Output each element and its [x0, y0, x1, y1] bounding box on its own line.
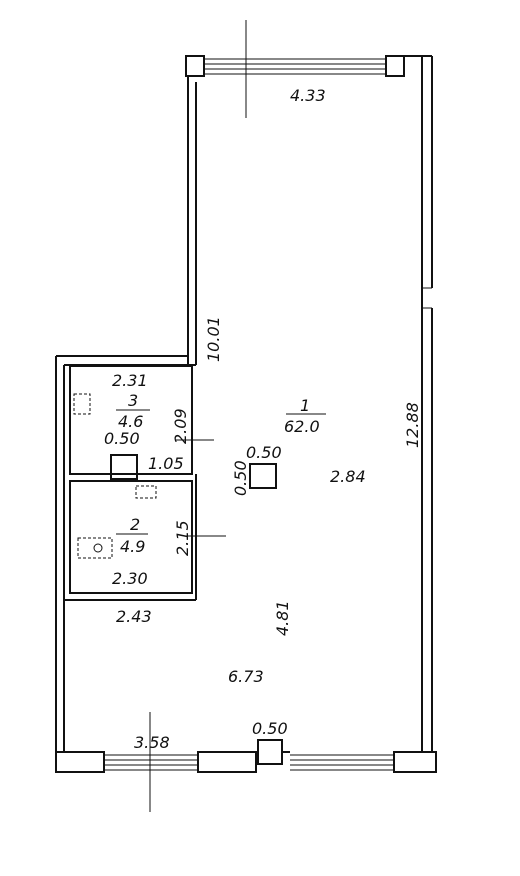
column-bottom [257, 739, 283, 765]
dim-column-bottom: 0.50 [252, 719, 288, 738]
dim-main-depth: 2.84 [330, 467, 366, 486]
bottom-window [55, 712, 437, 812]
top-window [185, 20, 432, 118]
room-2-number: 2 [130, 515, 140, 534]
room-2-area: 4.9 [120, 537, 145, 556]
dim-right-wall-length: 12.88 [403, 402, 422, 448]
dim-column-center-height: 0.50 [231, 460, 250, 496]
dim-left-wall-length: 10.01 [204, 316, 223, 362]
dim-room3-width: 2.31 [112, 371, 148, 390]
room-1-area: 62.0 [284, 417, 320, 436]
dim-room2-width: 2.30 [112, 569, 148, 588]
dim-column-center-width: 0.50 [246, 443, 282, 462]
dim-main-lower-height: 4.81 [273, 600, 292, 636]
room-1-number: 1 [300, 396, 310, 415]
dim-bottom-window-width: 3.58 [134, 733, 170, 752]
outer-walls [55, 56, 433, 752]
dim-room3-door: 1.05 [148, 454, 184, 473]
room-3-walls [69, 365, 193, 480]
dim-main-width: 6.73 [228, 667, 264, 686]
dim-bottom-left-width: 2.43 [116, 607, 152, 626]
room-3-area: 4.6 [118, 412, 143, 431]
dim-room3-height: 2.09 [171, 408, 190, 444]
column-center [249, 463, 277, 489]
room-3-number: 3 [128, 391, 138, 410]
dim-column-left: 0.50 [104, 429, 140, 448]
dim-room2-height: 2.15 [173, 520, 192, 556]
room-2-walls [69, 474, 197, 600]
dim-top-window-width: 4.33 [290, 86, 326, 105]
